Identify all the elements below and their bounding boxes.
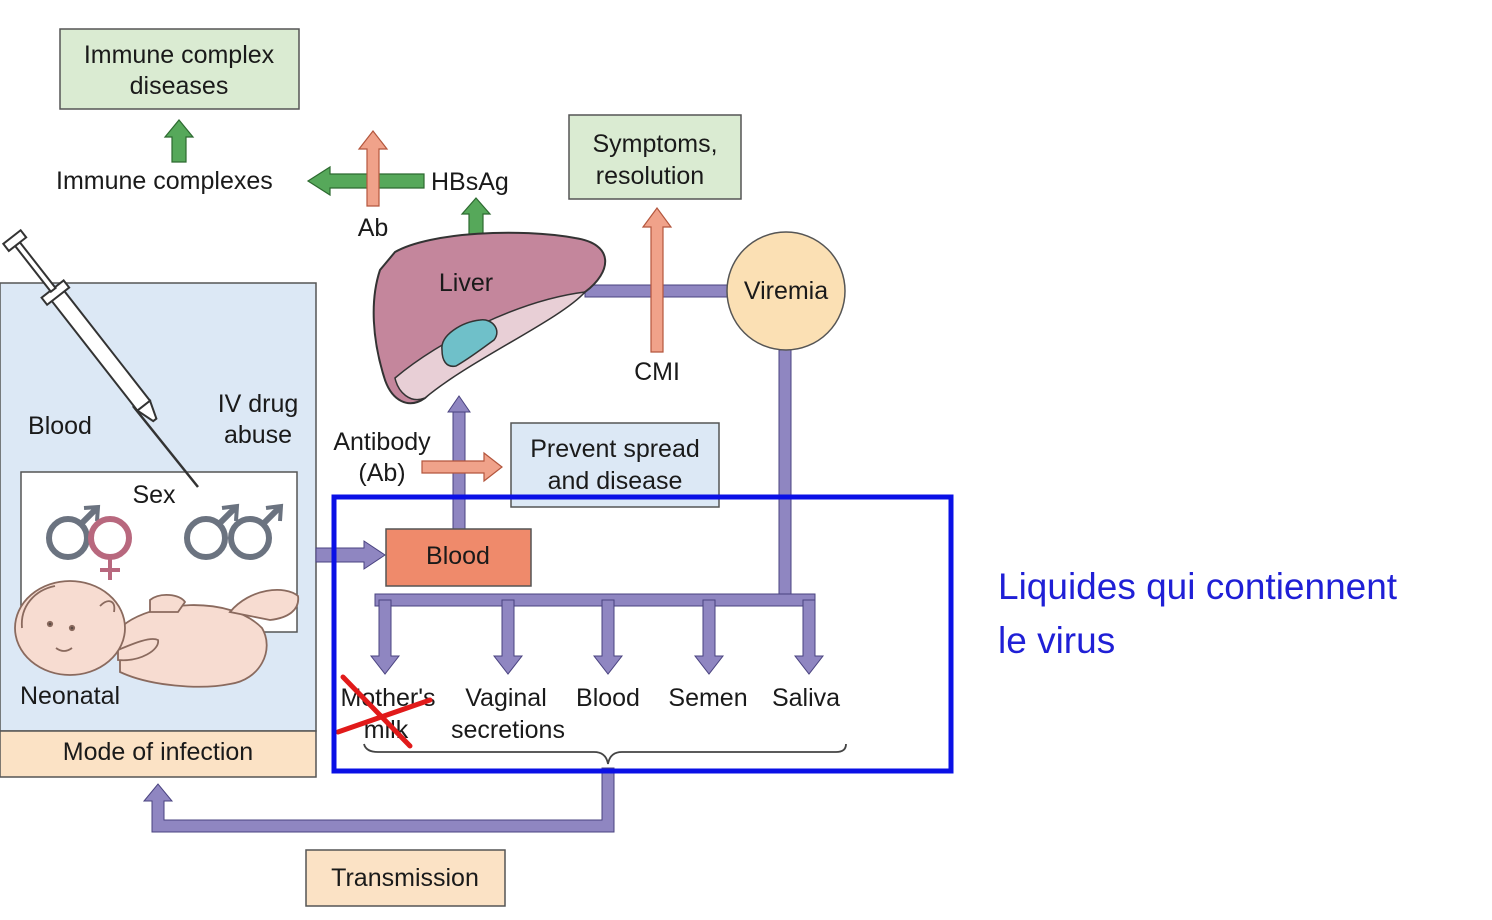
transmission-pipe — [142, 767, 615, 833]
arrow-blood-to-liver — [447, 395, 471, 413]
immune-complex-diseases-box: Immune complex diseases — [59, 28, 300, 110]
immune-complexes-label: Immune complexes — [56, 167, 273, 195]
mode-of-infection-footer — [0, 730, 317, 778]
arrow-to-immune-diseases — [163, 119, 195, 163]
saliva-label: Saliva — [772, 684, 840, 712]
symptoms-line1: Symptoms, — [592, 130, 717, 158]
cmi-label: CMI — [634, 358, 680, 386]
arrow-mode-to-blood — [315, 540, 386, 570]
symptoms-resolution-box: Symptoms, resolution — [568, 114, 742, 200]
immune-complex-diseases-line1: Immune complex — [84, 41, 275, 69]
liver-label: Liver — [439, 269, 493, 297]
female-symbol-icon — [88, 516, 132, 580]
semen-label: Semen — [668, 684, 747, 712]
arrow-hbsag-to-immune-complexes — [306, 165, 425, 197]
fluid-arrows — [369, 599, 825, 675]
baby-icon — [14, 580, 300, 688]
blood-route-label: Blood — [28, 412, 92, 440]
male-symbol-icon — [184, 503, 240, 560]
symptoms-line2: resolution — [596, 162, 704, 190]
ab-arrow — [357, 130, 389, 207]
viremia-label: Viremia — [744, 277, 828, 305]
antibody-line2: (Ab) — [358, 459, 405, 487]
iv-drug-line2: abuse — [224, 421, 292, 449]
male-symbol-icon — [228, 503, 284, 560]
antibody-line1: Antibody — [333, 428, 431, 456]
highlight-box — [331, 494, 954, 774]
sex-label: Sex — [132, 481, 176, 509]
transmission-label: Transmission — [331, 864, 479, 892]
iv-drug-line1: IV drug — [218, 390, 299, 418]
blood-box: Blood — [385, 528, 532, 587]
fluids-brace — [363, 743, 847, 765]
annotation-note: Liquides qui contiennent le virus — [998, 560, 1488, 668]
cross-out-icon — [335, 674, 433, 749]
immune-complex-diseases-line2: diseases — [130, 72, 229, 100]
cmi-arrow — [641, 206, 673, 353]
neonatal-label: Neonatal — [20, 682, 120, 710]
ab-label: Ab — [358, 214, 389, 242]
vaginal-secretions-line1: Vaginal — [465, 684, 547, 712]
mode-of-infection-label: Mode of infection — [63, 738, 253, 766]
annotation-line1: Liquides qui contiennent — [998, 566, 1398, 607]
transmission-box: Transmission — [305, 849, 506, 907]
prevent-spread-box: Prevent spread and disease — [510, 422, 720, 508]
blood-fluid-label: Blood — [576, 684, 640, 712]
prevent-spread-line1: Prevent spread — [530, 435, 700, 463]
vaginal-secretions-line2: secretions — [451, 716, 565, 744]
male-symbol-icon — [46, 504, 101, 560]
antibody-arrow — [421, 451, 503, 483]
hbsag-label: HBsAg — [431, 168, 509, 196]
blood-box-label: Blood — [426, 542, 490, 570]
annotation-line2: le virus — [998, 620, 1116, 661]
viremia-circle — [726, 231, 846, 351]
liver-icon — [372, 231, 607, 405]
prevent-spread-line2: and disease — [548, 467, 683, 495]
syringe-icon — [1, 228, 199, 488]
